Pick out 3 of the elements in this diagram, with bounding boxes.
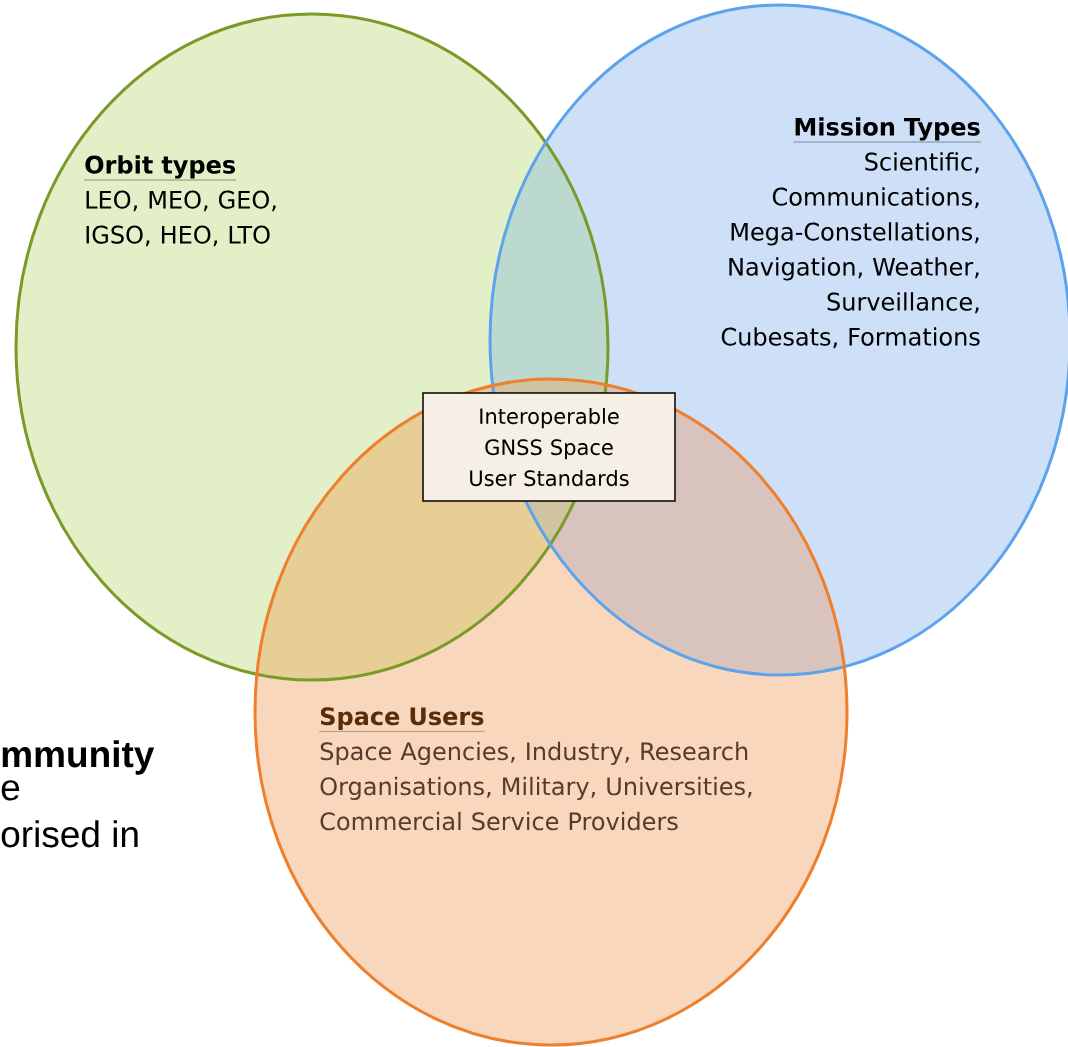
side-text: e [1,780,20,801]
side-text: orised in [1,820,138,848]
side-text: mmunity [2,740,155,775]
